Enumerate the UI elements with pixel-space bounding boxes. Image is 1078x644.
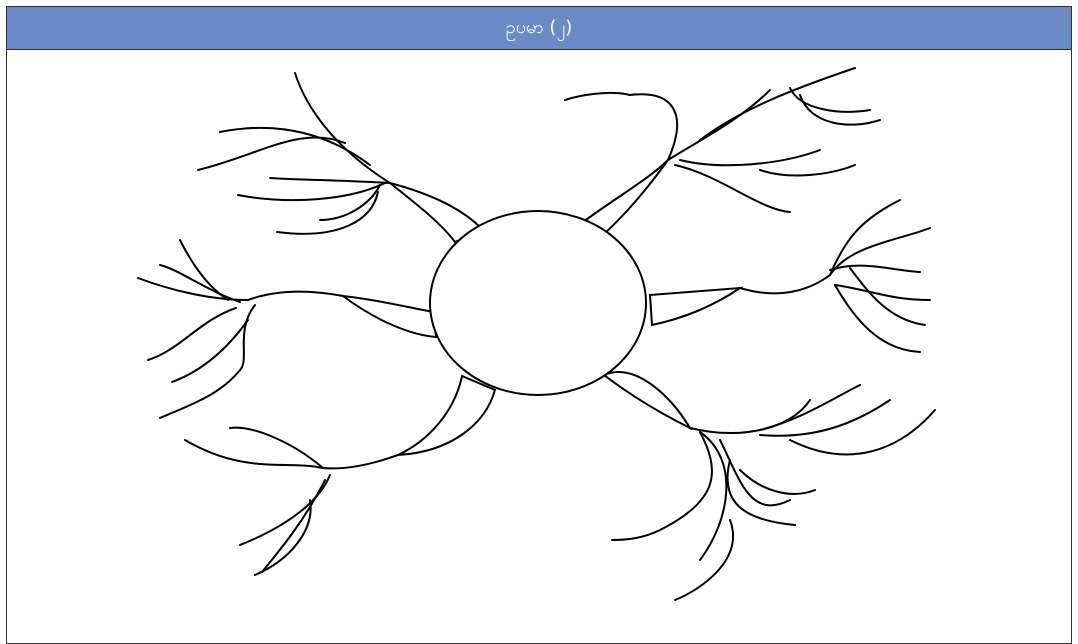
twig [220,128,370,165]
twig [148,308,236,360]
twig [138,278,248,300]
branch-line [323,455,398,468]
branch-upper-right [565,68,880,234]
twig [675,165,790,212]
twig [835,285,920,352]
twig [270,178,390,183]
twig [680,150,820,165]
twig [675,520,733,600]
branch-line [248,292,343,300]
branch-band-lower-left [398,376,495,455]
branch-lower-left [185,376,495,575]
twig [240,475,330,545]
twig [262,480,325,572]
twig [668,90,770,160]
twig [835,285,930,300]
branch-line [740,275,830,293]
branch-line [690,400,810,433]
central-topic-ellipse [430,211,646,395]
twig [760,400,890,436]
branch-lower-right [604,372,935,600]
twig [238,183,385,200]
branch-band-lower-right [604,372,690,428]
branch-line [604,160,668,234]
branch-right [650,200,930,352]
branch-line [295,73,390,183]
twig [185,440,323,468]
twig [320,185,380,220]
branch-upper-left [198,73,483,242]
twig [760,165,855,175]
twig [612,432,712,540]
twig [198,137,345,170]
branch-band-right [650,288,740,325]
branch-left [138,240,436,418]
branch-band-left [343,296,436,337]
twig [700,68,855,140]
twig [830,266,920,272]
twig [565,93,677,160]
twig [180,240,228,300]
twig [740,470,815,494]
